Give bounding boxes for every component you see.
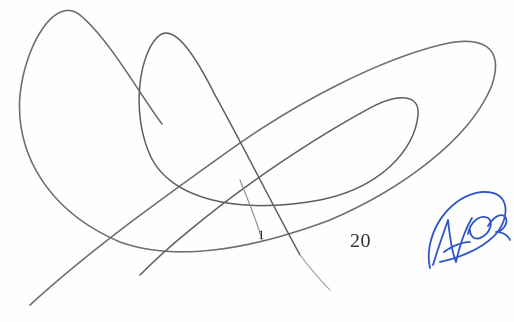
page-number: 20 [350, 230, 371, 252]
outer-loop-stroke [18, 9, 497, 306]
tail-stroke [299, 254, 331, 291]
connector-stroke [239, 179, 263, 241]
curve-mark-label: 1 [258, 227, 265, 242]
inner-loop-stroke [138, 32, 419, 276]
